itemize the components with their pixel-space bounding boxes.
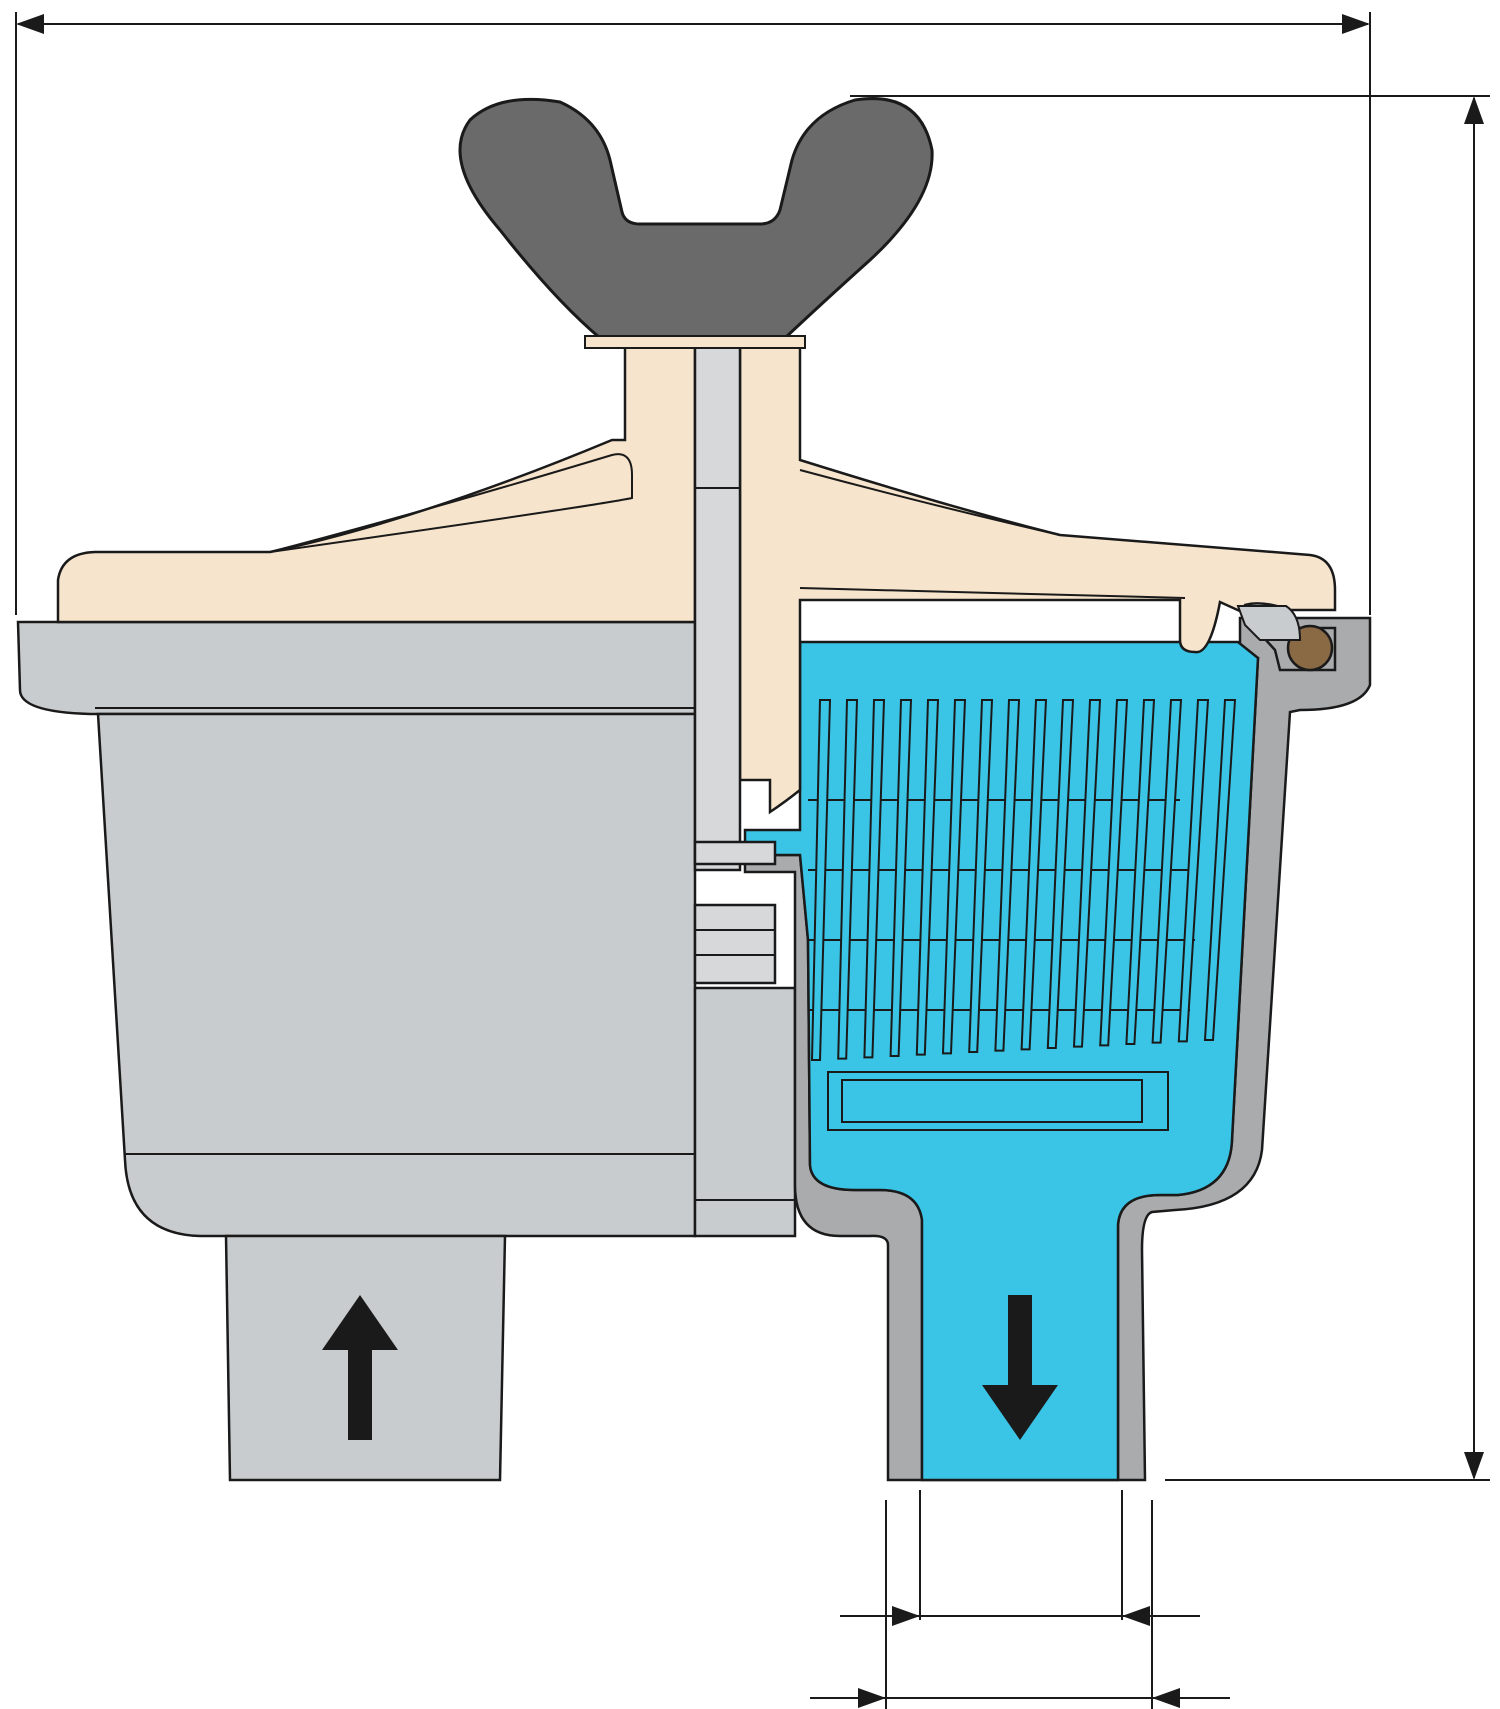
dimension-lines [15, 12, 1490, 1709]
wing-nut-hub [584, 335, 806, 349]
lid [56, 340, 1337, 815]
filter-fin [863, 699, 886, 1059]
filter-fin [1099, 699, 1129, 1047]
center-bolt [693, 338, 777, 985]
filter-fin [1072, 699, 1102, 1048]
center-column-lower [693, 986, 797, 1238]
outlet-arrow-down-icon [982, 1295, 1058, 1440]
filter-fin [1125, 699, 1156, 1045]
filter-fin [1020, 699, 1048, 1051]
bolt-washer [693, 840, 777, 866]
bolt-shaft [693, 338, 742, 872]
filter-fins [810, 699, 1237, 1061]
filter-fin [1203, 699, 1237, 1041]
filter-fin [968, 699, 994, 1053]
filter-fin [810, 699, 832, 1061]
housing-bowl [96, 712, 697, 1238]
housing-rim [16, 620, 697, 716]
filter-fin [837, 699, 859, 1060]
housing-body [16, 620, 797, 1482]
filter-basket [808, 699, 1237, 1131]
bolt-nut [693, 903, 777, 985]
filter-fin [889, 699, 913, 1057]
filter-fin [994, 699, 1021, 1052]
filter-fin [1046, 699, 1075, 1049]
filter-fin [1177, 699, 1210, 1043]
filter-fin [1151, 699, 1183, 1044]
flow-arrows [322, 1295, 1058, 1440]
filter-fin [915, 699, 940, 1056]
basket-bottom-plate [827, 1071, 1169, 1131]
inlet-arrow-up-icon [322, 1295, 398, 1440]
wing-nut-icon [458, 97, 934, 349]
filter-fin [941, 699, 967, 1055]
